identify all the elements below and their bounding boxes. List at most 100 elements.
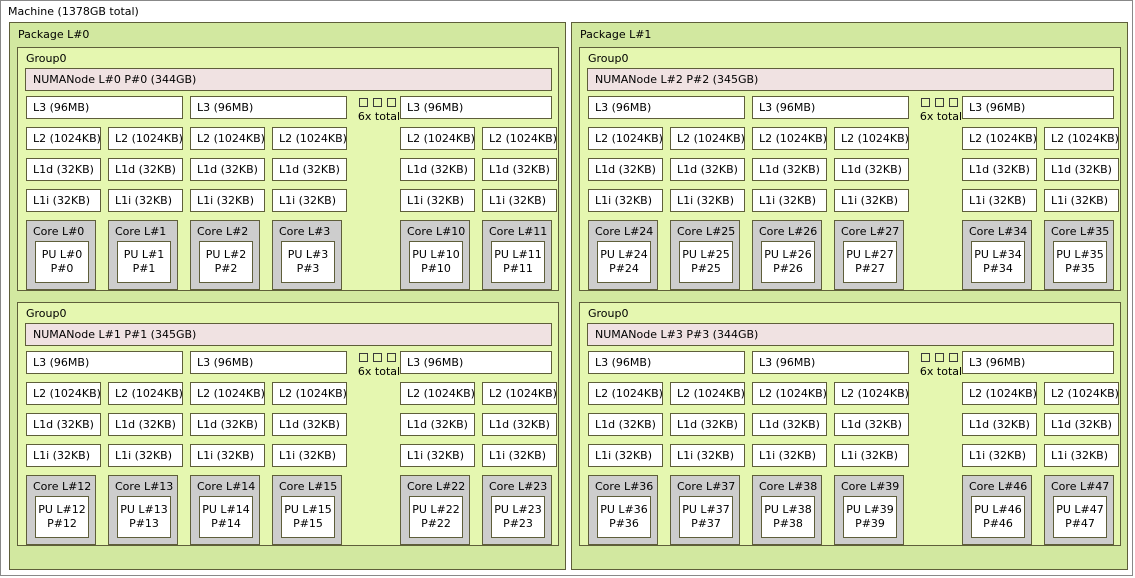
l1i-cache-box-1: L1i (32KB) [108, 189, 183, 212]
numanode-label-0-0: NUMANode L#0 P#0 (344GB) [33, 73, 197, 86]
l2-cache-box-2: L2 (1024KB) [190, 382, 265, 405]
l1i-cache-box-3: L1i (32KB) [834, 444, 909, 467]
pu-logical-index-2: PU L#14 [202, 503, 250, 516]
l3-cache-box-0: L3 (96MB) [26, 351, 183, 374]
l1i-cache-box-0: L1i (32KB) [588, 189, 663, 212]
l2-cache-box-0: L2 (1024KB) [588, 127, 663, 150]
l1i-cache-box-5-label: L1i (32KB) [489, 449, 547, 462]
l2-cache-box-3-label: L2 (1024KB) [279, 132, 347, 145]
l2-cache-box-0: L2 (1024KB) [26, 382, 101, 405]
l3-cache-box-1-label: L3 (96MB) [197, 356, 254, 369]
l2-cache-box-3: L2 (1024KB) [834, 127, 909, 150]
l1d-cache-box-4: L1d (32KB) [400, 413, 475, 436]
ellipsis-marker: 6x total [356, 353, 400, 383]
l1d-cache-box-3-label: L1d (32KB) [841, 163, 902, 176]
core-label-4: Core L#46 [969, 480, 1028, 493]
l1d-cache-box-3: L1d (32KB) [272, 158, 347, 181]
l1d-cache-box-5: L1d (32KB) [482, 158, 557, 181]
core-label-3: Core L#15 [279, 480, 338, 493]
pu-logical-index-0: PU L#12 [38, 503, 86, 516]
l1d-cache-box-4-label: L1d (32KB) [407, 163, 468, 176]
core-label-2: Core L#26 [759, 225, 818, 238]
l1i-cache-box-0: L1i (32KB) [26, 189, 101, 212]
l1i-cache-box-4: L1i (32KB) [962, 444, 1037, 467]
l3-cache-box-2: L3 (96MB) [962, 96, 1114, 119]
l2-cache-box-4: L2 (1024KB) [400, 382, 475, 405]
small-square-icon-1 [921, 353, 930, 362]
ellipsis-squares [356, 98, 400, 109]
l3-cache-box-1-label: L3 (96MB) [759, 356, 816, 369]
core-label-2: Core L#38 [759, 480, 818, 493]
pu-logical-index-2: PU L#26 [764, 248, 812, 261]
l1d-cache-box-1: L1d (32KB) [670, 158, 745, 181]
core-label-1: Core L#37 [677, 480, 736, 493]
pu-physical-index-0: P#0 [50, 262, 74, 275]
l3-cache-box-2: L3 (96MB) [400, 96, 552, 119]
group-label-1-1: Group0 [588, 307, 629, 320]
l2-cache-box-0-label: L2 (1024KB) [33, 387, 101, 400]
l1d-cache-box-4: L1d (32KB) [962, 413, 1037, 436]
l1i-cache-box-3-label: L1i (32KB) [841, 449, 899, 462]
pu-logical-index-5: PU L#11 [494, 248, 542, 261]
ellipsis-squares [918, 98, 962, 109]
l3-cache-box-2-label: L3 (96MB) [969, 356, 1026, 369]
pu-physical-index-3: P#3 [296, 262, 320, 275]
l2-cache-box-2-label: L2 (1024KB) [197, 132, 265, 145]
core-label-0: Core L#0 [33, 225, 85, 238]
pu-physical-index-1: P#13 [129, 517, 159, 530]
pu-logical-index-3: PU L#15 [284, 503, 332, 516]
pu-logical-index-1: PU L#37 [682, 503, 730, 516]
numanode-label-1-0: NUMANode L#2 P#2 (345GB) [595, 73, 759, 86]
l3-cache-box-2-label: L3 (96MB) [969, 101, 1026, 114]
l1i-cache-box-2: L1i (32KB) [190, 189, 265, 212]
l2-cache-box-1-label: L2 (1024KB) [115, 132, 183, 145]
l1i-cache-box-5: L1i (32KB) [1044, 444, 1119, 467]
l2-cache-box-1-label: L2 (1024KB) [677, 387, 745, 400]
l1d-cache-box-5: L1d (32KB) [482, 413, 557, 436]
l1d-cache-box-4-label: L1d (32KB) [969, 163, 1030, 176]
pu-physical-index-1: P#25 [691, 262, 721, 275]
small-square-icon-2 [935, 98, 944, 107]
l1d-cache-box-1: L1d (32KB) [670, 413, 745, 436]
l3-cache-box-0-label: L3 (96MB) [33, 356, 90, 369]
l1d-cache-box-3-label: L1d (32KB) [841, 418, 902, 431]
l1i-cache-box-4: L1i (32KB) [400, 444, 475, 467]
small-square-icon-3 [387, 353, 396, 362]
l1i-cache-box-4: L1i (32KB) [962, 189, 1037, 212]
small-square-icon-1 [359, 98, 368, 107]
l1d-cache-box-1-label: L1d (32KB) [115, 163, 176, 176]
l1d-cache-box-2-label: L1d (32KB) [197, 163, 258, 176]
l1i-cache-box-1-label: L1i (32KB) [677, 449, 735, 462]
l2-cache-box-5-label: L2 (1024KB) [1051, 132, 1119, 145]
l1i-cache-box-2: L1i (32KB) [752, 444, 827, 467]
pu-logical-index-3: PU L#39 [846, 503, 894, 516]
core-label-5: Core L#23 [489, 480, 548, 493]
l2-cache-box-5-label: L2 (1024KB) [1051, 387, 1119, 400]
l3-cache-box-2: L3 (96MB) [962, 351, 1114, 374]
l2-cache-box-2-label: L2 (1024KB) [759, 387, 827, 400]
l1d-cache-box-5-label: L1d (32KB) [489, 163, 550, 176]
small-square-icon-2 [373, 98, 382, 107]
pu-physical-index-0: P#12 [47, 517, 77, 530]
l1d-cache-box-2: L1d (32KB) [190, 413, 265, 436]
core-label-5: Core L#35 [1051, 225, 1110, 238]
pu-logical-index-3: PU L#27 [846, 248, 894, 261]
l2-cache-box-3: L2 (1024KB) [272, 127, 347, 150]
l1d-cache-box-3: L1d (32KB) [272, 413, 347, 436]
small-square-icon-3 [387, 98, 396, 107]
